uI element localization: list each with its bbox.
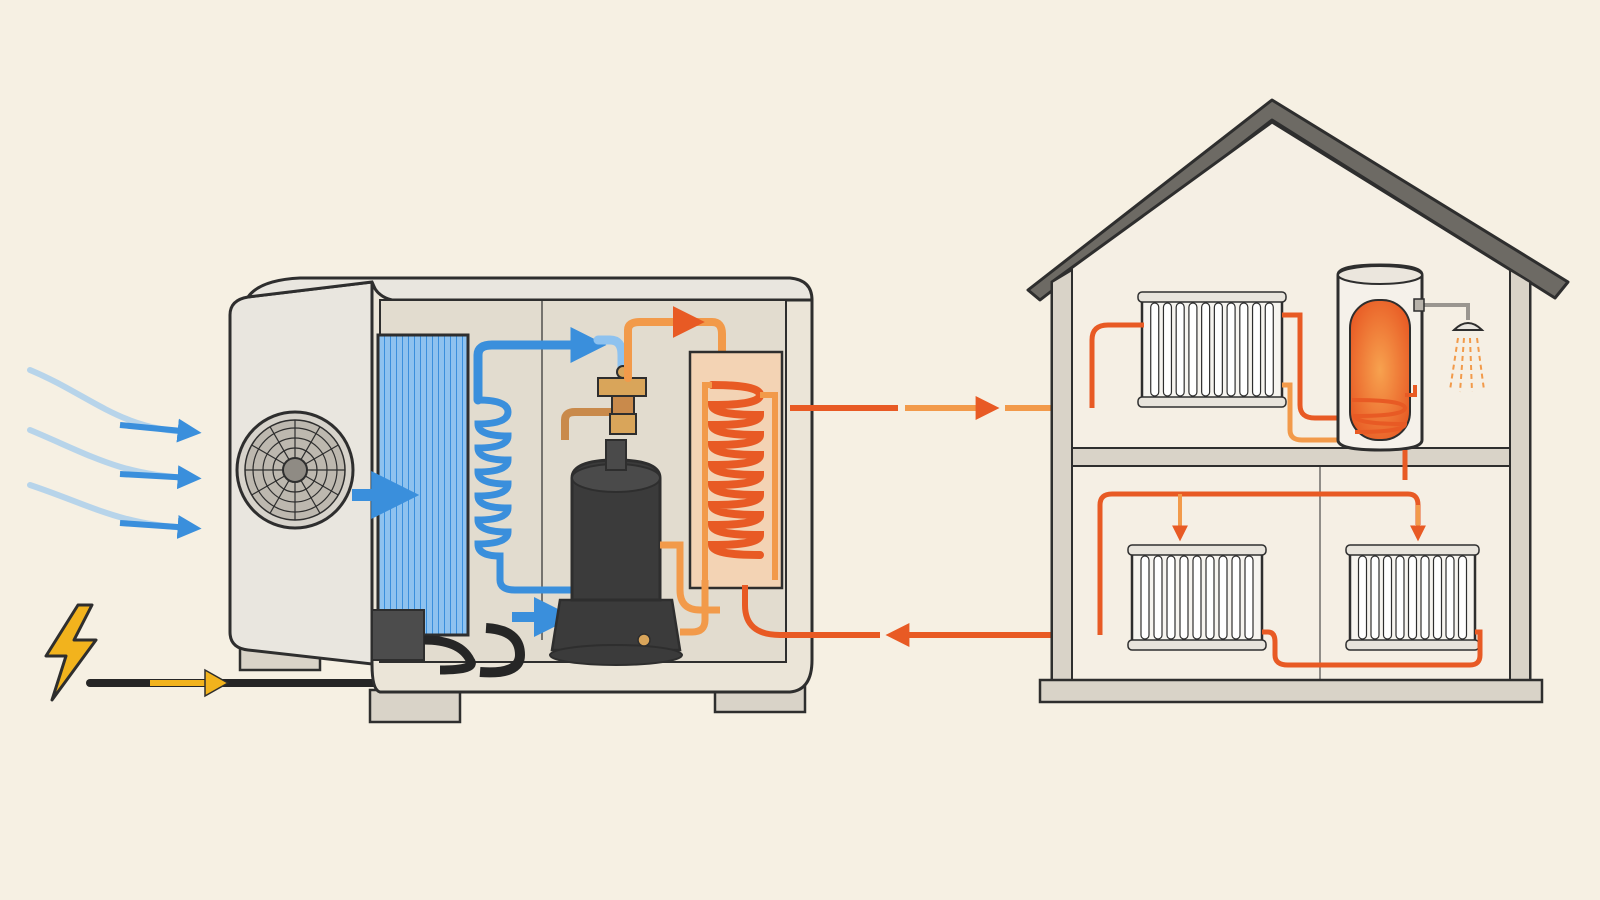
outdoor-unit [228,276,814,724]
radiator-fin [1153,555,1163,640]
compressor-icon [549,439,683,666]
discharge-pipe [660,541,720,614]
radiator-fin [1162,302,1173,397]
house-wall-right [1509,268,1531,691]
radiator-cap [1127,639,1267,651]
downstairs-flow-pipe [1097,491,1421,635]
radiator-cap [1127,544,1267,556]
house [1026,98,1570,704]
cold-refrigerant-pipe [593,335,627,397]
condenser-return-pipe [680,580,709,636]
radiator-fin [1192,555,1202,640]
house-wall-left [1051,268,1073,691]
shower-icon [1413,298,1485,393]
evaporator-coil-icon [376,333,470,637]
radiator-cap [1137,396,1287,408]
floor-slab [1071,447,1511,467]
radiator-fin [1166,555,1176,640]
ground-slab [1038,678,1544,704]
fan-spoke [305,475,339,496]
radiator-fin [1395,555,1405,640]
radiator-fin [1244,555,1254,640]
upstairs-return-pipe [1282,312,1350,421]
radiator-fin [1213,302,1223,397]
fan-spoke [300,480,321,514]
condenser-heat-exchanger-icon [688,350,784,590]
fan-spoke [251,475,285,496]
roof-icon [1026,98,1570,302]
fan-ring [272,447,318,493]
airflow-arrows-icon [27,367,202,539]
downstairs-radiator-right-icon [1345,544,1480,651]
radiator-fin [1150,302,1160,397]
cold-refrigerant-serpentine [474,396,584,594]
radiator-fin [1457,555,1468,640]
fan-spoke [269,480,290,514]
lightning-bolt-icon [44,603,98,702]
fan-spoke [305,444,339,465]
radiator-fin [1201,302,1211,397]
radiator-fin [1205,555,1215,640]
radiator-fin [1420,555,1430,640]
radiator-cap [1137,291,1287,303]
fan-spoke [269,426,290,460]
radiator-cap [1345,639,1480,651]
upstairs-return-pipe [1282,382,1350,443]
expansion-valve-icon [561,365,647,440]
fan-ring [262,437,328,503]
radiator-fin [1218,555,1228,640]
radiator-fin [1432,555,1443,640]
radiator-fin [1407,555,1418,640]
radiator-fin [1188,302,1198,397]
radiator-fin [1357,555,1368,640]
radiator-fin [1382,555,1393,640]
unit-foot-icon [368,688,462,724]
fan-spoke [300,426,321,460]
radiator-fin [1179,555,1189,640]
radiator-fin [1140,555,1150,640]
fan-icon [235,410,355,530]
tank-coil-icon [1351,398,1408,434]
radiator-fin [1231,555,1241,640]
radiator-fin [1445,555,1455,640]
radiator-fin [1239,302,1249,397]
radiator-fin [1370,555,1380,640]
radiator-cap [1345,544,1480,556]
upstairs-radiator-icon [1137,291,1287,408]
upstairs-flow-pipe [1089,322,1144,408]
radiator-fin [1264,302,1274,397]
fan-spoke [251,444,285,465]
hot-water-cylinder-icon [1336,263,1424,452]
control-box-icon [371,609,526,678]
radiator-fin [1175,302,1185,397]
radiator-fin [1251,302,1262,397]
downstairs-return-pipe [1262,629,1483,668]
radiator-fin [1226,302,1236,397]
fan-ring [252,427,338,513]
downstairs-radiator-left-icon [1127,544,1267,651]
power-arrow-head-icon [204,668,230,698]
cold-refrigerant-pipe [473,340,595,405]
